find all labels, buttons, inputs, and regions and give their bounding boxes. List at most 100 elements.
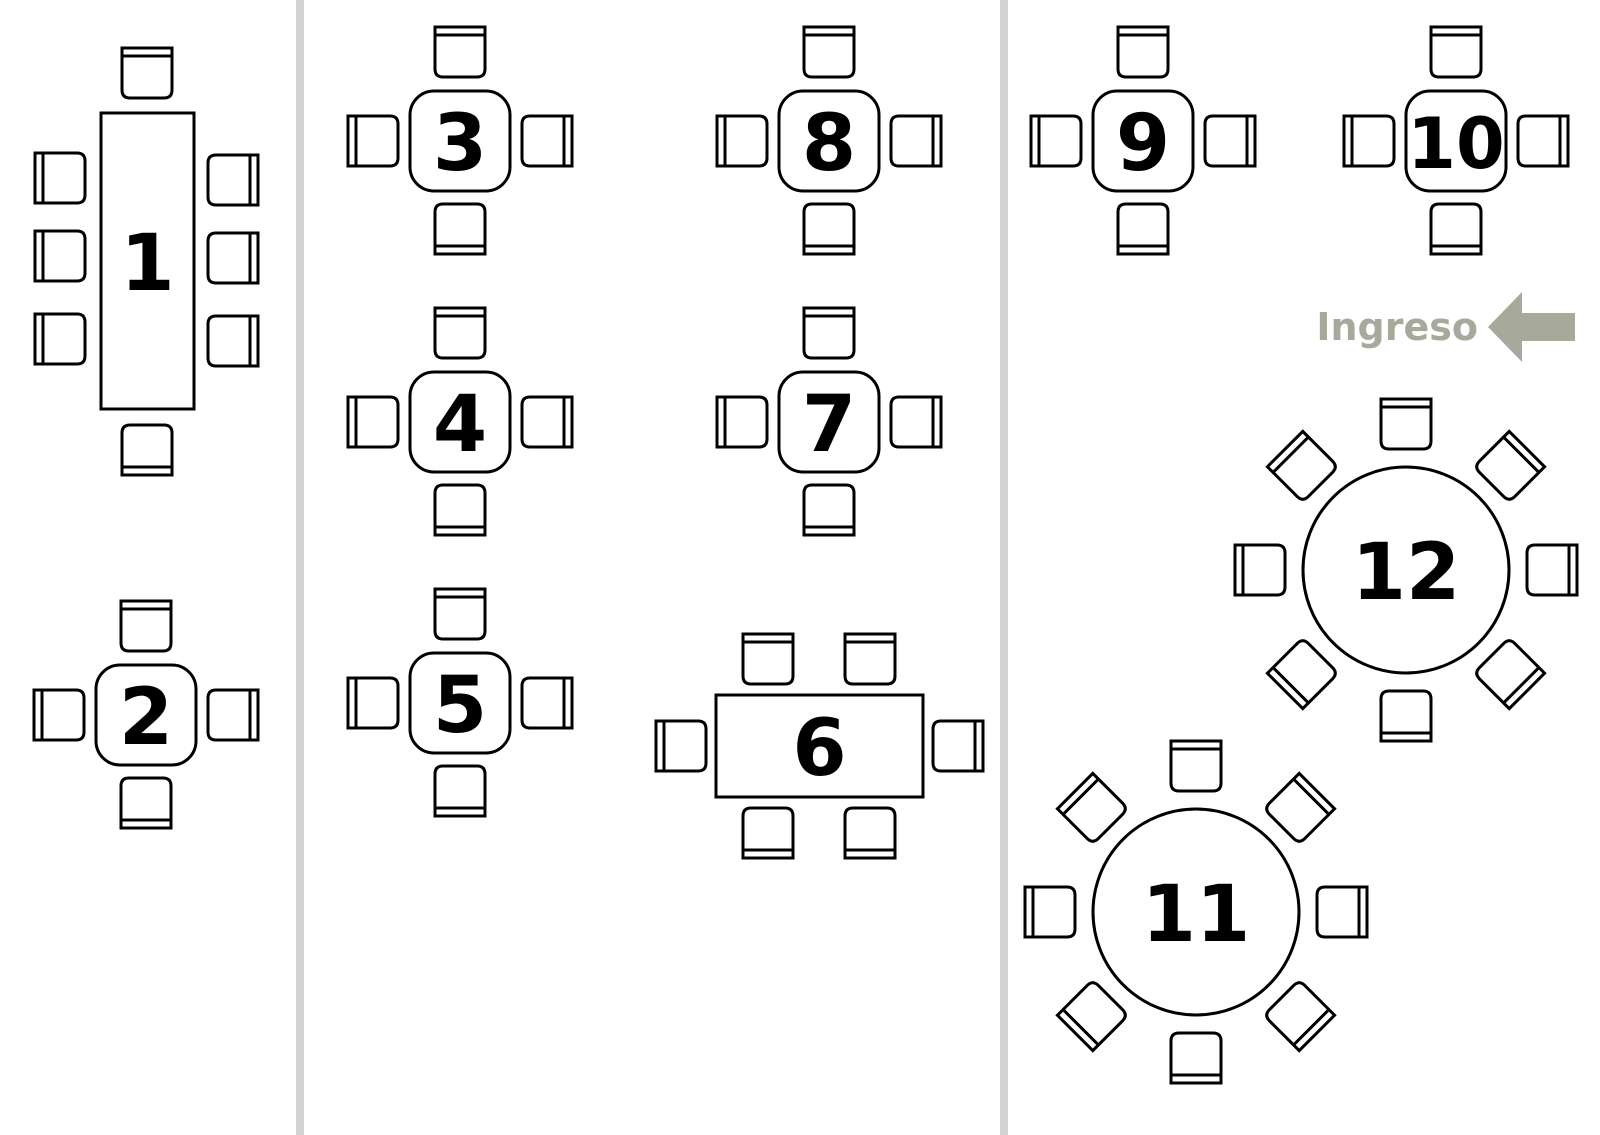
chair (520, 395, 574, 449)
chair (33, 312, 87, 366)
chair (346, 676, 400, 730)
chair (1233, 543, 1287, 597)
chair (120, 46, 174, 100)
chair (32, 688, 86, 742)
chair (119, 599, 173, 653)
table-4[interactable]: 4 (346, 306, 574, 537)
chair (33, 151, 87, 205)
chair (802, 483, 856, 537)
table-number: 7 (802, 380, 856, 470)
chair (433, 306, 487, 360)
chair (1169, 739, 1223, 793)
chair (889, 395, 943, 449)
chair (346, 114, 400, 168)
table-7[interactable]: 7 (715, 306, 943, 537)
arrow-left-icon (1488, 292, 1575, 362)
chair (1315, 885, 1369, 939)
chair (715, 114, 769, 168)
chair (433, 587, 487, 641)
table-number: 9 (1116, 99, 1170, 189)
chair (802, 202, 856, 256)
chair (1525, 543, 1579, 597)
entrance-label: Ingreso (1316, 305, 1478, 349)
chair (1029, 114, 1083, 168)
table-number: 1 (120, 219, 174, 309)
table-top (408, 89, 512, 193)
chair (1265, 771, 1337, 843)
table-10[interactable]: 10 (1342, 25, 1570, 256)
table-number: 10 (1407, 103, 1504, 185)
table-11[interactable]: 11 (1023, 739, 1369, 1085)
chair (520, 676, 574, 730)
chair (433, 25, 487, 79)
chair (654, 719, 708, 773)
chair (1516, 114, 1570, 168)
table-top (777, 370, 881, 474)
table-1[interactable]: 1 (33, 46, 260, 477)
chair (931, 719, 985, 773)
chair (1116, 25, 1170, 79)
room-divider-1 (296, 0, 304, 1135)
table-number: 11 (1142, 870, 1251, 960)
chair (346, 395, 400, 449)
table-top (1404, 89, 1508, 193)
room-divider-2 (1000, 0, 1008, 1135)
chair (1379, 689, 1433, 743)
table-number: 6 (792, 704, 846, 794)
chair (1429, 25, 1483, 79)
chair (889, 114, 943, 168)
chair (206, 688, 260, 742)
table-number: 5 (433, 661, 487, 751)
chair (1265, 981, 1337, 1053)
chair (1265, 429, 1337, 501)
table-6[interactable]: 6 (654, 632, 985, 860)
table-8[interactable]: 8 (715, 25, 943, 256)
chair (1475, 429, 1547, 501)
table-top (1091, 89, 1195, 193)
chair (741, 632, 795, 686)
chair (1265, 639, 1337, 711)
chair (1203, 114, 1257, 168)
chair (802, 25, 856, 79)
chair (433, 764, 487, 818)
chair (802, 306, 856, 360)
table-5[interactable]: 5 (346, 587, 574, 818)
chair (206, 231, 260, 285)
table-top (408, 370, 512, 474)
entrance-indicator: Ingreso (1316, 292, 1575, 362)
chair (843, 632, 897, 686)
chair (206, 153, 260, 207)
chair (1023, 885, 1077, 939)
chair (433, 483, 487, 537)
chair (1379, 397, 1433, 451)
table-number: 2 (119, 673, 173, 763)
chair (520, 114, 574, 168)
table-number: 3 (433, 99, 487, 189)
table-9[interactable]: 9 (1029, 25, 1257, 256)
table-3[interactable]: 3 (346, 25, 574, 256)
table-number: 12 (1352, 528, 1461, 618)
chair (433, 202, 487, 256)
table-12[interactable]: 12 (1233, 397, 1579, 743)
table-number: 8 (802, 99, 856, 189)
table-number: 4 (433, 380, 487, 470)
chair (1055, 981, 1127, 1053)
table-top (94, 663, 198, 767)
chair (1429, 202, 1483, 256)
chair (1475, 639, 1547, 711)
chair (206, 314, 260, 368)
table-top (1301, 465, 1511, 675)
table-top (99, 111, 196, 411)
chair (119, 776, 173, 830)
chair (33, 229, 87, 283)
chair (715, 395, 769, 449)
table-2[interactable]: 2 (32, 599, 260, 830)
chair (120, 423, 174, 477)
table-top (1091, 807, 1301, 1017)
chair (843, 806, 897, 860)
chair (1116, 202, 1170, 256)
table-top (714, 693, 925, 799)
chair (1169, 1031, 1223, 1085)
table-top (408, 651, 512, 755)
